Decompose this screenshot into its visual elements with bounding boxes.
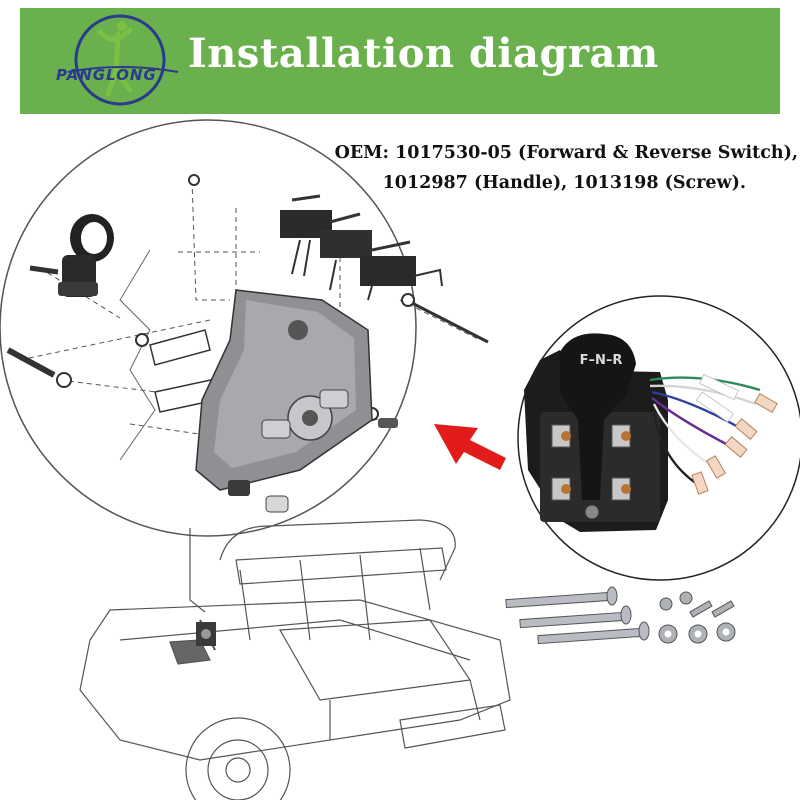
switch-photo: F–N–R (517, 295, 800, 581)
golf-cart-drawing (79, 519, 511, 800)
micro-switches (280, 194, 443, 301)
cart-switch-mount (196, 622, 216, 646)
hardware-set (505, 586, 736, 645)
panglong-logo-icon (67, 14, 179, 106)
page-title: Installation diagram (188, 30, 659, 77)
knob-label: F–N–R (580, 353, 623, 368)
exploded-view (0, 119, 489, 537)
red-arrow-icon (434, 424, 506, 470)
header-banner: PANGLONG Installation diagram (0, 0, 800, 118)
logo-text: PANGLONG (56, 66, 157, 84)
oem-line-1: OEM: 1017530-05 (Forward & Reverse Switc… (334, 143, 798, 163)
oem-part-numbers: OEM: 1017530-05 (Forward & Reverse Switc… (278, 138, 798, 198)
switch-housing (195, 289, 373, 513)
handle-part (58, 214, 114, 297)
oem-line-2: 1012987 (Handle), 1013198 (Screw). (382, 173, 746, 193)
